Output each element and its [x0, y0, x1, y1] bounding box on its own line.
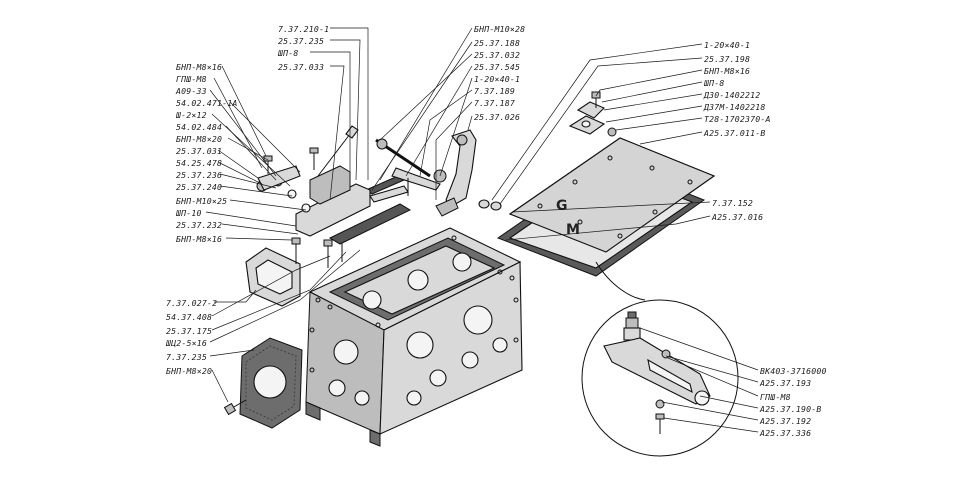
label-bottom-left-0: 7.37.027-2 — [166, 298, 217, 308]
labels-right: 1-20×40-1 25.37.198 БНП-М8×16 ШП-8 Д30-1… — [491, 40, 771, 205]
side-gasket — [239, 337, 303, 429]
labels-right-mid: 7.37.152 А25.37.016 — [505, 198, 763, 241]
label-right-0: 1-20×40-1 — [704, 40, 750, 50]
sensor-bracket — [568, 91, 617, 137]
label-top-mid-3: 25.37.033 — [278, 62, 324, 72]
label-top-center-4: 1-20×40-1 — [474, 74, 520, 84]
cover-letter-m-2: M — [566, 222, 580, 238]
label-top-center-0: БНП-М10×28 — [474, 24, 525, 34]
label-left-5: 54.02.484 — [176, 122, 222, 132]
lever-mechanism — [256, 125, 371, 237]
label-top-mid-0: 7.37.210-1 — [278, 24, 329, 34]
label-top-center-3: 25.37.545 — [474, 62, 520, 72]
label-left-7: 25.37.031 — [176, 146, 222, 156]
label-right-3: ШП-8 — [703, 78, 725, 88]
crank-lever — [435, 129, 477, 217]
label-left-6: БНП-М8×20 — [176, 134, 222, 144]
label-right-7: А25.37.011-В — [703, 128, 766, 138]
shift-shaft — [369, 138, 447, 203]
labels-top-center: БНП-М10×28 25.37.188 25.37.032 25.37.545… — [371, 24, 525, 200]
label-bottom-left-3: ШЦ2-5×16 — [165, 338, 207, 348]
label-left-1: ГПШ-М8 — [176, 74, 207, 84]
label-detail-3: А25.37.190-В — [759, 404, 822, 414]
label-top-center-1: 25.37.188 — [474, 38, 520, 48]
bracket — [245, 247, 301, 307]
label-left-10: 25.37.240 — [176, 182, 222, 192]
label-detail-1: А25.37.193 — [759, 378, 811, 388]
labels-top-middle: 7.37.210-1 25.37.235 ШП-8 25.37.033 — [277, 24, 369, 201]
label-top-center-5: 7.37.189 — [474, 86, 515, 96]
label-top-center-2: 25.37.032 — [474, 50, 520, 60]
label-left-0: БНП-М8×16 — [176, 62, 222, 72]
label-detail-5: А25.37.336 — [759, 428, 811, 438]
label-left-3: 54.02.471-1А — [176, 98, 238, 108]
label-bottom-left-5: БНП-М8×20 — [166, 366, 212, 376]
washers — [478, 199, 502, 211]
label-detail-4: А25.37.192 — [759, 416, 811, 426]
label-right-5: Д37М-1402218 — [703, 102, 766, 112]
label-left-13: 25.37.232 — [176, 220, 222, 230]
label-top-center-6: 7.37.187 — [474, 98, 515, 108]
bolt-m8x20 — [223, 399, 247, 416]
label-bottom-left-4: 7.37.235 — [166, 352, 207, 362]
label-detail-2: ГПШ-М8 — [760, 392, 791, 402]
label-left-2: А09-33 — [175, 86, 207, 96]
cover-letter-g-2: G — [556, 198, 568, 214]
label-left-14: БНП-М8×16 — [176, 234, 222, 244]
labels-bottom-left: 7.37.027-2 54.37.408 25.37.175 ШЦ2-5×16 … — [165, 249, 361, 403]
detail-view-circle — [581, 261, 739, 457]
label-left-11: БНП-М10×25 — [176, 196, 227, 206]
gearbox-housing — [305, 227, 523, 447]
label-left-8: 54.25.478 — [176, 158, 222, 168]
label-left-9: 25.37.236 — [176, 170, 222, 180]
label-right-6: Т28-1702370-А — [704, 114, 771, 124]
labels-detail: ВК403-3716000 А25.37.193 ГПШ-М8 А25.37.1… — [639, 327, 827, 438]
label-right-2: БНП-М8×16 — [704, 66, 750, 76]
cover-gasket: G M — [496, 137, 716, 277]
label-top-center-7: 25.37.026 — [474, 112, 520, 122]
label-detail-0: ВК403-3716000 — [760, 366, 827, 376]
label-bottom-left-1: 54.37.408 — [166, 312, 212, 322]
label-right-mid-0: 7.37.152 — [712, 198, 753, 208]
label-top-mid-1: 25.37.235 — [278, 36, 324, 46]
label-top-mid-2: ШП-8 — [277, 48, 299, 58]
label-right-4: Д30-1402212 — [703, 90, 760, 100]
label-left-4: Ш-2×12 — [175, 110, 207, 120]
label-bottom-left-2: 25.37.175 — [166, 326, 212, 336]
label-right-mid-1: А25.37.016 — [711, 212, 763, 222]
label-right-1: 25.37.198 — [704, 54, 750, 64]
labels-left: БНП-М8×16 ГПШ-М8 А09-33 54.02.471-1А Ш-2… — [175, 62, 307, 244]
label-left-12: ШП-10 — [175, 208, 202, 218]
